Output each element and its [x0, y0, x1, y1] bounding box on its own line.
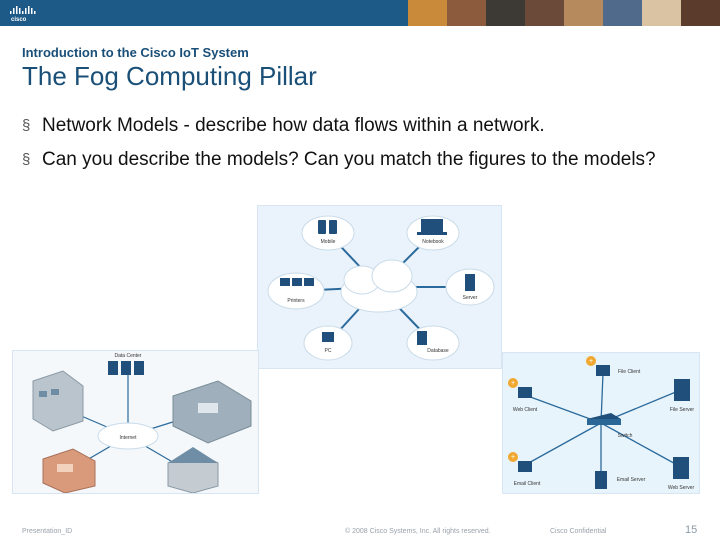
page-number: 15 [685, 524, 698, 536]
retail-building-icon [42, 448, 96, 493]
web-server-node: Web Server [668, 457, 695, 491]
header-photo [681, 0, 720, 26]
svg-text:Server: Server [463, 295, 478, 301]
cloud-model-diagram: Mobile Notebook Printers Server PC Datab… [267, 215, 495, 361]
switch-node: Switch [587, 413, 633, 439]
svg-text:Printers: Printers [287, 298, 305, 304]
header-photo [603, 0, 642, 26]
file-server-node: File Server [670, 379, 695, 413]
svg-text:Email Client: Email Client [514, 481, 541, 487]
node-database: Database [406, 325, 460, 361]
header-photo-strip [408, 0, 720, 26]
svg-text:Switch: Switch [618, 433, 633, 439]
office-building-icon [32, 370, 84, 432]
slide-title: The Fog Computing Pillar [22, 61, 317, 91]
node-notebook: Notebook [406, 215, 460, 251]
header-photo [447, 0, 486, 26]
cisco-logo: cisco [10, 6, 36, 23]
header-banner: cisco [0, 0, 720, 26]
footer-confidential: Cisco Confidential [550, 528, 607, 535]
bullet-text: Network Models - describe how data flows… [42, 115, 545, 136]
svg-text:+: + [589, 358, 593, 365]
svg-text:Web Client: Web Client [513, 407, 538, 413]
svg-text:File Server: File Server [670, 407, 695, 413]
footer-copyright: © 2008 Cisco Systems, Inc. All rights re… [345, 528, 491, 535]
bullet-item: § Can you describe the models? Can you m… [22, 148, 702, 172]
node-mobile: Mobile [301, 215, 355, 251]
email-client-node: + Email Client [508, 452, 541, 487]
node-server: Server [445, 268, 495, 306]
header-photo [642, 0, 681, 26]
home-building-icon [167, 447, 219, 493]
svg-text:File Client: File Client [618, 369, 641, 375]
header-photo [525, 0, 564, 26]
file-client-node: + File Client [586, 356, 641, 376]
svg-text:Notebook: Notebook [422, 239, 444, 245]
header-photo [486, 0, 525, 26]
cloud-icon [340, 259, 418, 313]
bullet-marker-icon: § [22, 117, 31, 134]
client-server-diagram: + File Client + Web Client File Server S… [508, 356, 695, 491]
svg-text:+: + [511, 380, 515, 387]
svg-text:Database: Database [427, 348, 449, 354]
svg-text:+: + [511, 454, 515, 461]
node-pc: PC [303, 325, 353, 361]
bullet-marker-icon: § [22, 151, 31, 168]
header-photo [564, 0, 603, 26]
svg-text:Web Server: Web Server [668, 485, 695, 491]
web-client-node: + Web Client [508, 378, 538, 413]
figure-topology-model: Data Center Internet [12, 350, 259, 494]
bullet-text: Can you describe the models? Can you mat… [42, 149, 656, 170]
svg-text:Mobile: Mobile [321, 239, 336, 245]
figure-client-server-model: + File Client + Web Client File Server S… [502, 352, 700, 494]
svg-text:Internet: Internet [120, 435, 138, 441]
internet-cloud-icon: Internet [97, 422, 159, 450]
slide-kicker: Introduction to the Cisco IoT System [22, 45, 249, 60]
bullet-item: § Network Models - describe how data flo… [22, 114, 702, 138]
svg-text:Email Server: Email Server [617, 477, 646, 483]
svg-text:PC: PC [325, 348, 332, 354]
airport-building-icon [172, 380, 252, 444]
svg-text:cisco: cisco [11, 17, 27, 23]
node-printers: Printers [267, 272, 325, 310]
svg-text:Data Center: Data Center [115, 353, 142, 359]
header-photo [408, 0, 447, 26]
footer-presentation-id: Presentation_ID [22, 528, 73, 535]
bullet-list: § Network Models - describe how data flo… [22, 114, 702, 182]
topology-diagram: Data Center Internet [32, 353, 252, 493]
data-center-icon: Data Center [108, 353, 144, 375]
figure-cloud-model: Mobile Notebook Printers Server PC Datab… [257, 205, 502, 369]
email-server-node: Email Server [595, 471, 646, 489]
